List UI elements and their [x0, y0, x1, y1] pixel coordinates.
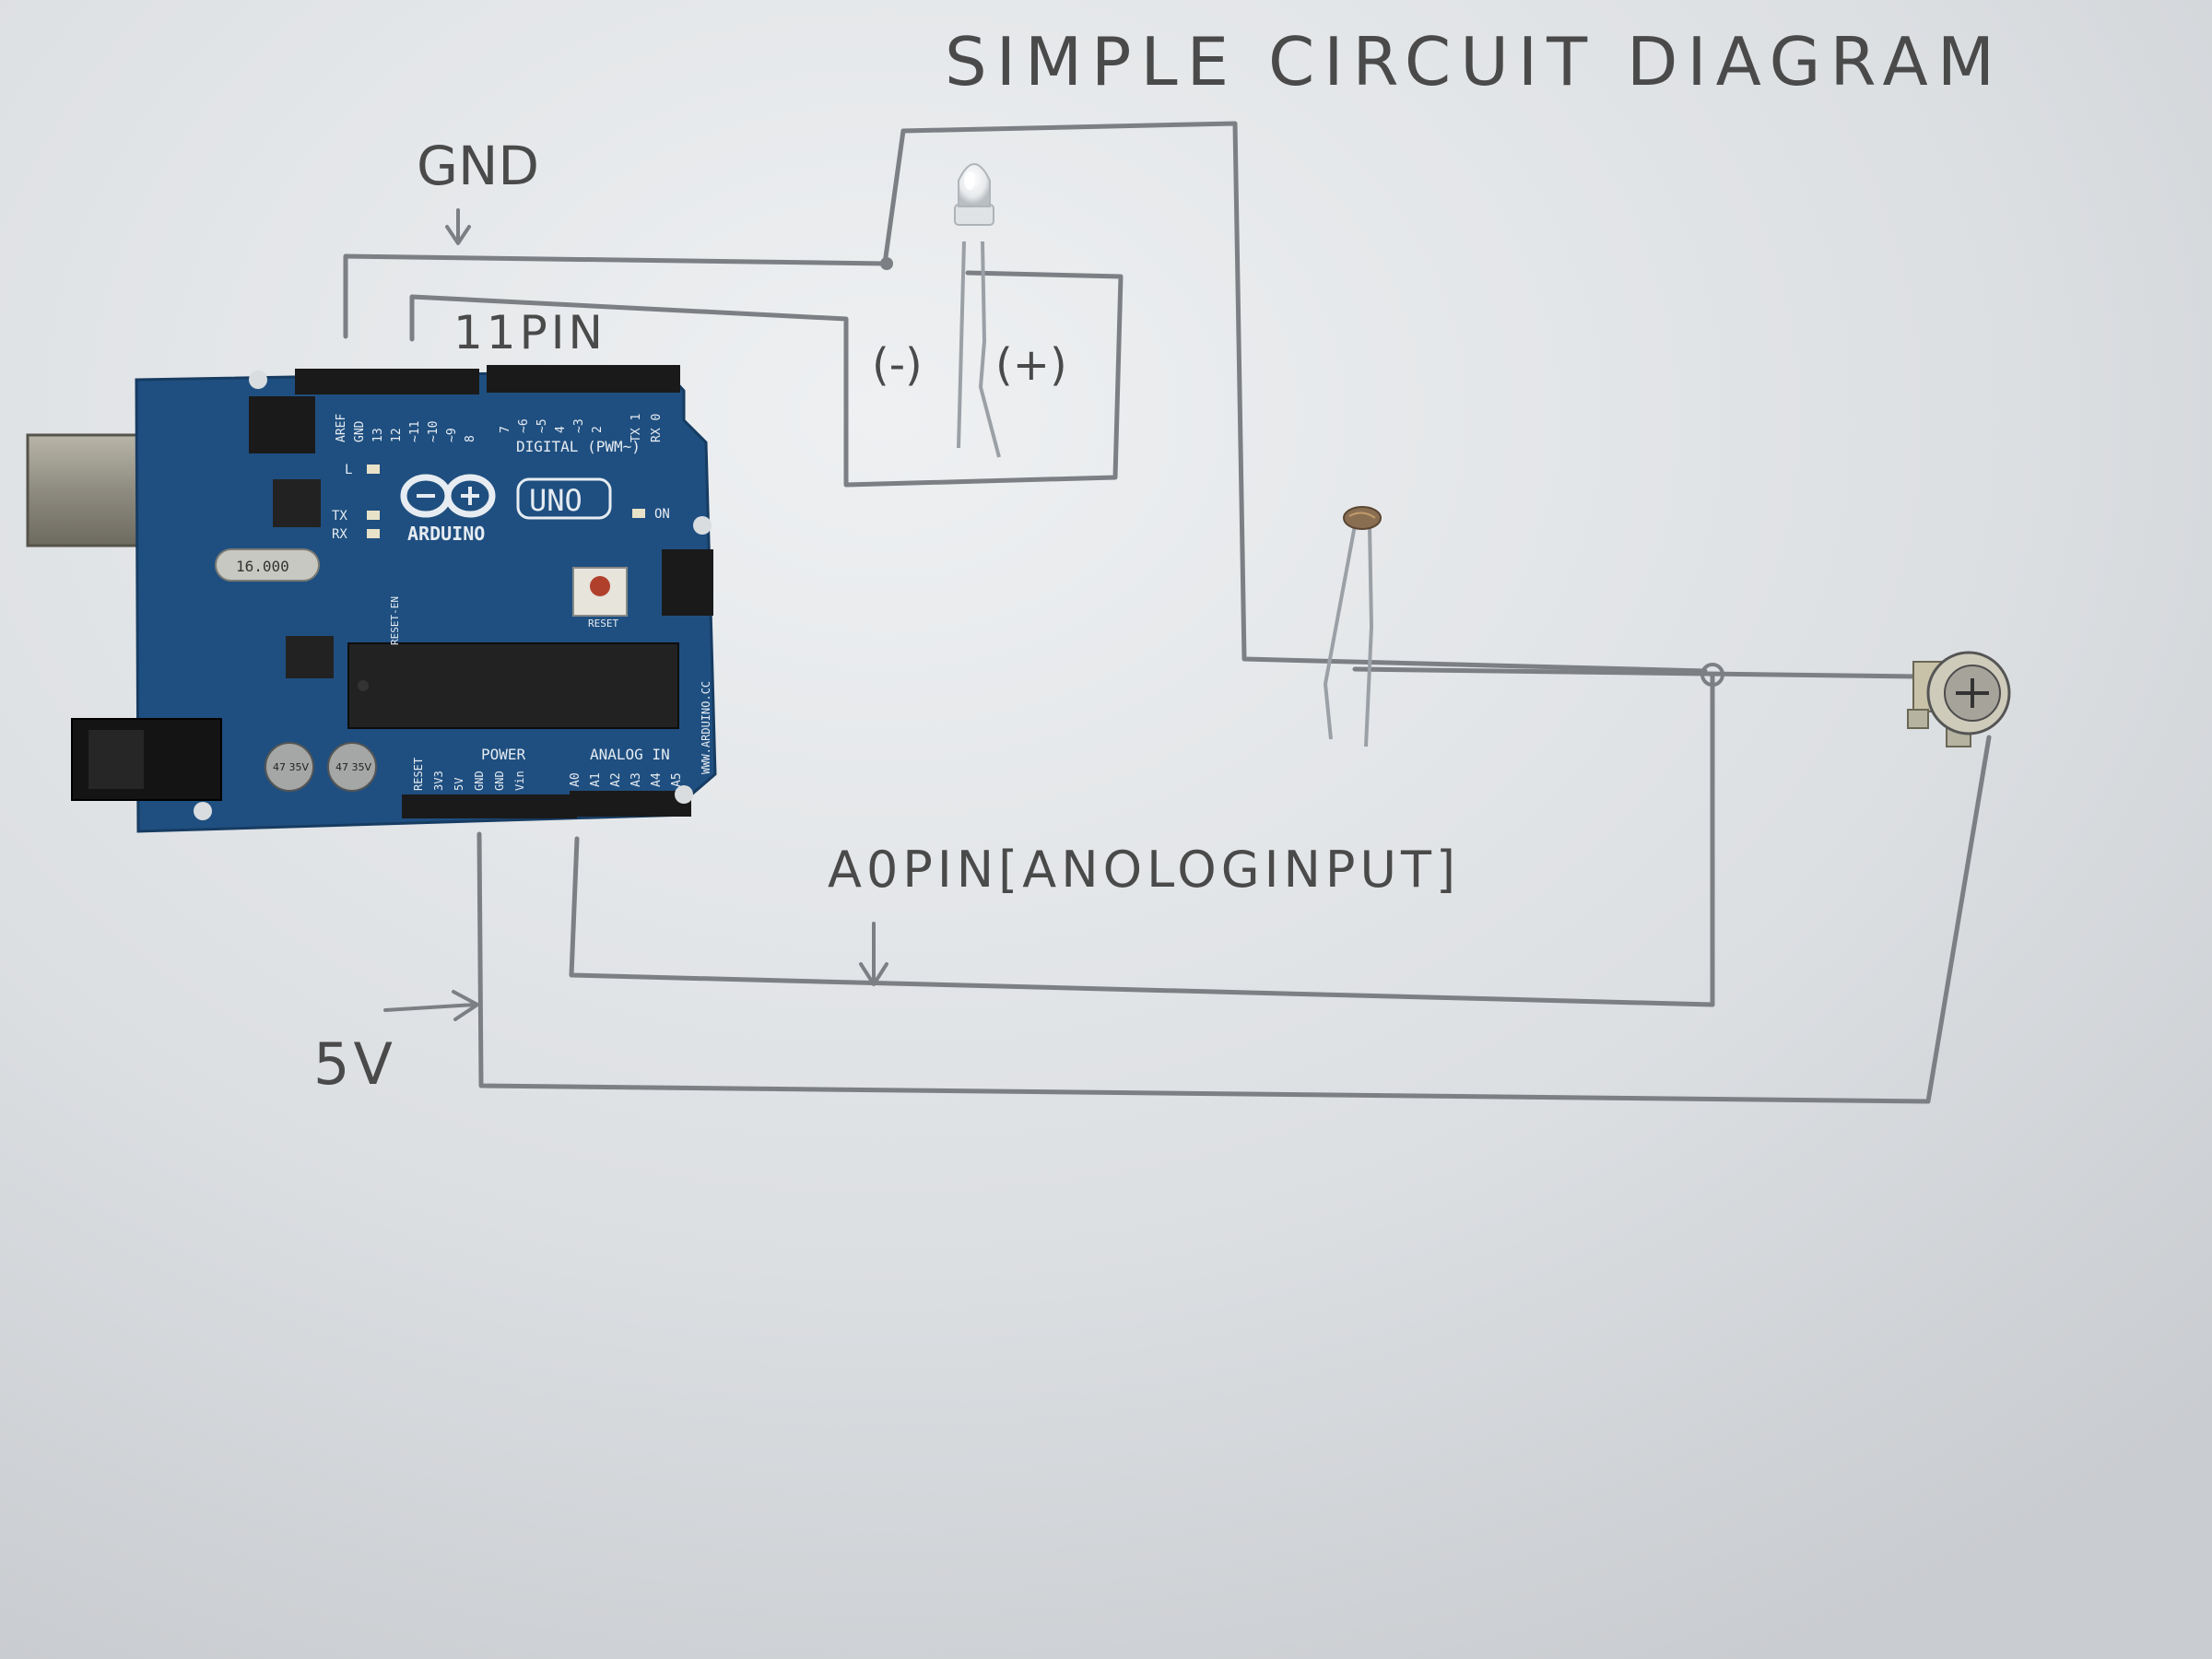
- on-label: ON: [654, 507, 670, 522]
- digital-pin-label: 4: [554, 426, 568, 433]
- power-pin-label: GND: [493, 771, 506, 791]
- website-label: WWW.ARDUINO.CC: [700, 681, 712, 774]
- digital-pin-label: ~3: [572, 418, 586, 433]
- digital-pin-label: ~10: [427, 421, 441, 442]
- led-label-rx: RX: [332, 527, 347, 542]
- reset-button-label: RESET: [588, 618, 618, 629]
- analog-pin-labels: A0 A1 A2 A3 A4 A5: [569, 772, 684, 787]
- digital-label: DIGITAL (PWM~): [516, 438, 641, 455]
- power-label: POWER: [481, 746, 526, 763]
- board-model: UNO: [529, 483, 582, 518]
- power-pin-label: 3V3: [432, 771, 445, 791]
- digital-pin-label: ~5: [535, 418, 549, 433]
- analog-header: [570, 791, 691, 817]
- gnd-junction: [880, 257, 893, 270]
- gnd-label: GND: [417, 135, 539, 197]
- crystal-label: 16.000: [236, 558, 289, 575]
- photoresistor-icon: [1323, 506, 1382, 747]
- capacitor-1-label: 47 35V: [273, 761, 309, 773]
- digital-pin-label: 13: [371, 428, 385, 442]
- digital-pin-label: 7: [499, 426, 512, 433]
- led-label-tx: TX: [332, 509, 347, 524]
- led-icon: [954, 163, 1001, 458]
- digital-pin-label: 12: [390, 428, 404, 442]
- power-pin-label: Vin: [513, 771, 526, 791]
- power-pin-label: GND: [473, 771, 486, 791]
- dc-jack-icon: [71, 718, 222, 801]
- digital-header-left: [295, 369, 479, 394]
- digital-pin-label: AREF: [335, 414, 348, 442]
- digital-pin-label: GND: [353, 420, 367, 442]
- analog-pin-label: A4: [650, 772, 664, 787]
- capacitor-2: [327, 742, 377, 792]
- analog-label: ANALOG IN: [590, 746, 670, 763]
- a0-wire: [569, 672, 1715, 1007]
- analog-pin-label: A3: [629, 772, 643, 787]
- board-brand: ARDUINO: [407, 523, 485, 545]
- led-positive-label: (+): [995, 339, 1067, 391]
- gnd-wire: [343, 253, 888, 339]
- analog-pin-label: A2: [609, 772, 623, 787]
- reset-button[interactable]: [572, 567, 628, 617]
- digital-pin-label: TX 1: [629, 414, 643, 442]
- gnd-arrow: [445, 208, 471, 245]
- five-v-arrow: [383, 990, 479, 1021]
- arduino-uno-board: 16.000 47 35V 47 35V RESET ARDUINO UNO D…: [26, 365, 717, 833]
- diagram-title: SIMPLE CIRCUIT DIAGRAM: [945, 23, 2004, 100]
- digital-pin-label: ~6: [517, 418, 531, 433]
- arduino-logo-icon: [400, 474, 496, 518]
- pin11-wire: [409, 270, 1124, 488]
- digital-pin-label: ~11: [408, 421, 422, 442]
- capacitor-2-label: 47 35V: [335, 761, 371, 773]
- led-label-l: L: [345, 463, 352, 477]
- digital-pin-label: RX 0: [650, 414, 664, 442]
- capacitor-1: [265, 742, 314, 792]
- reset-en-label: RESET-EN: [389, 596, 401, 645]
- power-pin-labels: RESET 3V3 5V GND GND Vin: [412, 758, 526, 791]
- power-header: [402, 794, 577, 818]
- analog-pin-label: A5: [670, 772, 684, 787]
- sensor-wire: [1352, 666, 1920, 679]
- digital-pin-label: ~9: [445, 428, 459, 442]
- digital-pin-label: 2: [591, 426, 605, 433]
- digital-pin-label: 8: [464, 435, 477, 442]
- led-top-wire: [882, 121, 1708, 674]
- crystal: [215, 548, 320, 582]
- atmega-chip: [347, 642, 679, 729]
- led-negative-label: (-): [872, 339, 923, 391]
- five-v-wire: [477, 735, 1992, 1104]
- digital-header-right: [487, 365, 680, 393]
- digital-pin-labels: AREF GND 13 12 ~11 ~10 ~9 8 7 ~6 ~5 4 ~3…: [335, 414, 664, 442]
- power-pin-label: 5V: [453, 778, 465, 791]
- pin11-label: 11PIN: [453, 306, 606, 359]
- potentiometer-icon: [1907, 651, 2011, 747]
- power-pin-label: RESET: [412, 758, 425, 791]
- a0-arrow: [859, 922, 888, 986]
- analog-pin-label: A0: [569, 772, 582, 787]
- analog-pin-label: A1: [589, 772, 603, 787]
- a0pin-label: A0PIN[ANOLOGINPUT]: [828, 841, 1460, 899]
- five-v-label: 5V: [313, 1030, 396, 1098]
